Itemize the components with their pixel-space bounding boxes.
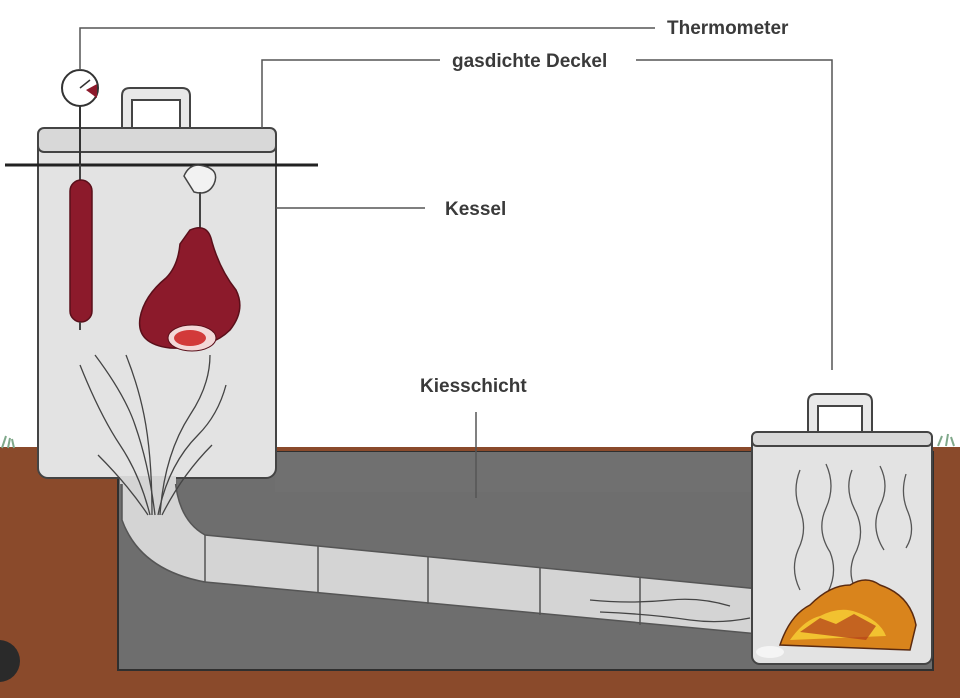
smoke-tunnel (121, 477, 771, 636)
leader-lines (79, 27, 833, 498)
overlay-button[interactable] (0, 640, 20, 682)
gravel-layer (275, 452, 755, 492)
lid (37, 127, 277, 153)
label-thermometer: Thermometer (667, 18, 789, 39)
fire-icon (756, 579, 917, 658)
sausage-icon (69, 165, 93, 330)
smoke-icon (79, 354, 227, 516)
label-lid: gasdichte Deckel (452, 51, 607, 72)
thermometer-icon (61, 69, 99, 165)
handle-icon (121, 87, 191, 129)
label-gravel: Kiesschicht (420, 376, 527, 397)
grass (1, 433, 955, 449)
label-kettle: Kessel (445, 199, 506, 220)
ham-icon (138, 164, 241, 352)
handle-icon (807, 393, 873, 433)
smoke-icon (793, 463, 913, 593)
firebox (751, 393, 933, 665)
